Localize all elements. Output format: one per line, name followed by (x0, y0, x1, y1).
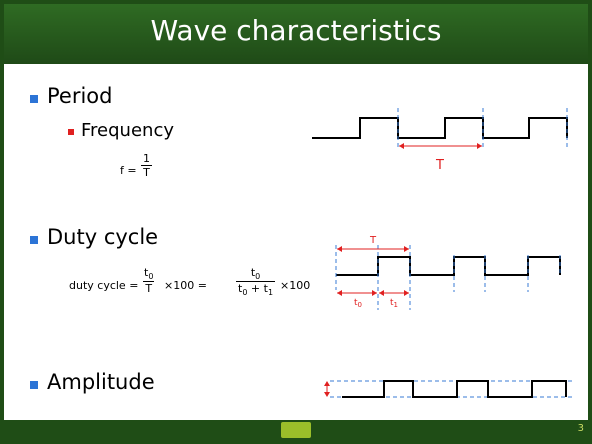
bullet-duty-cycle: Duty cycle (47, 225, 159, 249)
title-bar (4, 4, 588, 64)
bullet-period: Period (47, 84, 113, 108)
duty-den2-t0: t (238, 282, 243, 296)
period-arrowhead-right (477, 143, 482, 149)
bullet-marker (30, 95, 38, 103)
t1-arrowhead-left (379, 290, 384, 296)
amplitude-arrowhead-up (324, 381, 330, 386)
duty-num2-t: t (250, 266, 256, 279)
duty-num1-t: t (144, 266, 149, 279)
frequency-numerator: 1 (143, 152, 150, 165)
duty-formula-lhs: duty cycle = (69, 279, 139, 292)
slide-title: Wave characteristics (150, 14, 442, 47)
duty-multiplier-1: ×100 = (164, 279, 207, 292)
t1-arrowhead-right (404, 290, 409, 296)
sub-bullet-frequency: Frequency (81, 120, 174, 141)
logo (281, 422, 311, 438)
duty-fraction-2-numerator: t0 (249, 266, 262, 281)
duty-fraction-2: t0 t0 + t1 (236, 266, 276, 298)
duty-den2-t1-sub: 1 (267, 288, 274, 298)
duty-multiplier-2: ×100 (280, 279, 311, 292)
duty-fraction-1-denominator: T (143, 281, 155, 296)
duty-waveform (336, 256, 561, 276)
sub-bullet-marker (68, 129, 74, 135)
period-arrowhead-left (399, 143, 404, 149)
t0-arrowhead-left (337, 290, 342, 296)
frequency-denominator: T (141, 165, 152, 179)
frequency-formula-lhs: f = (120, 164, 137, 177)
period-waveform (312, 117, 568, 139)
duty-den2-plus-t1: + t (247, 282, 268, 296)
t0-arrowhead-right (372, 290, 377, 296)
t0-label: t0 (354, 298, 362, 309)
amplitude-waveform (342, 380, 567, 398)
amplitude-square-wave (324, 380, 572, 398)
duty-T-arrowhead-left (337, 246, 342, 252)
duty-fraction-1-numerator: t0 (142, 266, 155, 281)
period-T-label: T (435, 158, 444, 173)
duty-den2-t0-sub: 0 (242, 288, 248, 298)
duty-T-arrowhead-right (404, 246, 409, 252)
duty-T-label: T (369, 235, 377, 246)
bullet-marker (30, 236, 38, 244)
t1-label: t1 (390, 298, 398, 309)
duty-fraction-2-denominator: t0 + t1 (236, 281, 276, 298)
frequency-fraction: 1 T (141, 152, 152, 179)
bullet-marker (30, 381, 38, 389)
amplitude-arrowhead-down (324, 392, 330, 397)
duty-fraction-1: t0 T (142, 266, 155, 295)
period-square-wave: T (312, 108, 568, 173)
bullet-amplitude: Amplitude (47, 370, 155, 394)
duty-square-wave: T t0 t1 (335, 235, 561, 310)
page-number: 3 (577, 423, 584, 434)
duty-num2-sub: 0 (255, 272, 261, 282)
duty-num1-sub: 0 (148, 272, 154, 282)
